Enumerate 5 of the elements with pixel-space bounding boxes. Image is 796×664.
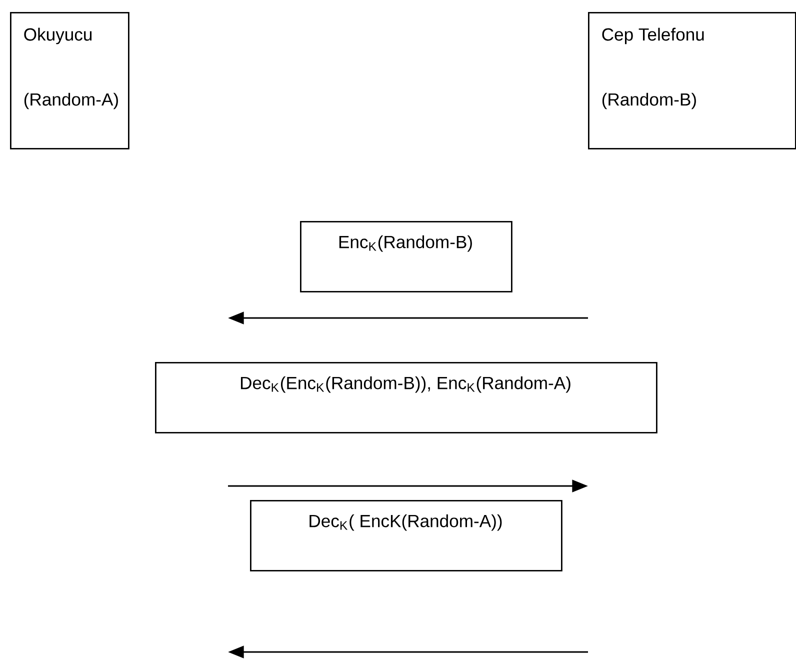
party-box: Okuyucu (Random-A) xyxy=(10,12,130,150)
message-box: Dec$_{K}$(Enc$_{K}$(Random-B)), Enc$_{K}$(Random-A) xyxy=(155,362,658,434)
message-box: Dec$_{K}$( EncK(Random-A)) xyxy=(250,500,562,572)
party-box: Cep Telefonu (Random-B) xyxy=(588,12,796,150)
message-box: Enc$_{K}$(Random-B) xyxy=(300,221,512,292)
